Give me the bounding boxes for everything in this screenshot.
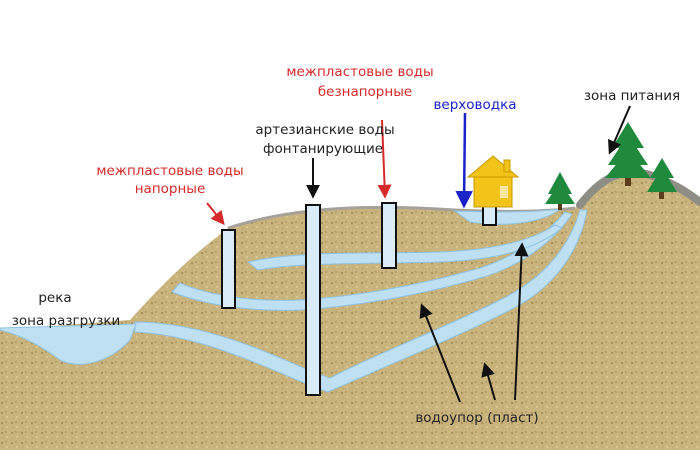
well-confined-pressure bbox=[221, 229, 236, 309]
label-confined-free-line1: межпластовые воды bbox=[286, 64, 433, 80]
aquifer-middle bbox=[171, 211, 573, 311]
label-perched: верховодка bbox=[433, 97, 516, 113]
well-artesian bbox=[305, 204, 321, 396]
well-confined-free bbox=[381, 202, 397, 269]
river-discharge bbox=[0, 323, 137, 365]
tree-left bbox=[545, 172, 575, 210]
label-river: река bbox=[38, 290, 71, 306]
arrow-aquiclude-1 bbox=[419, 303, 461, 403]
label-artesian-line1: артезианские воды bbox=[255, 122, 394, 138]
arrow-perched bbox=[455, 112, 473, 209]
label-artesian-line2: фонтанирующие bbox=[263, 141, 383, 157]
label-aquiclude: водоупор (пласт) bbox=[415, 410, 538, 426]
house bbox=[466, 155, 520, 208]
arrow-aquiclude-3 bbox=[514, 242, 529, 401]
arrow-confined-pressure bbox=[206, 202, 225, 226]
tree-right bbox=[647, 158, 677, 199]
arrow-confined-free bbox=[377, 119, 392, 199]
tree-center bbox=[605, 122, 651, 186]
arrow-aquiclude-2 bbox=[481, 362, 496, 401]
recharge-rock-crust bbox=[576, 168, 700, 209]
label-confined-free-line2: безнапорные bbox=[318, 84, 412, 100]
label-discharge: зона разгрузки bbox=[12, 313, 121, 329]
label-confined-pressure-line2: напорные bbox=[135, 181, 206, 197]
aquifer-upper bbox=[246, 224, 563, 271]
aquifer-deep bbox=[134, 209, 588, 393]
label-confined-pressure-line1: межпластовые воды bbox=[96, 163, 243, 179]
arrow-recharge bbox=[608, 105, 631, 155]
label-recharge: зона питания bbox=[584, 88, 680, 104]
